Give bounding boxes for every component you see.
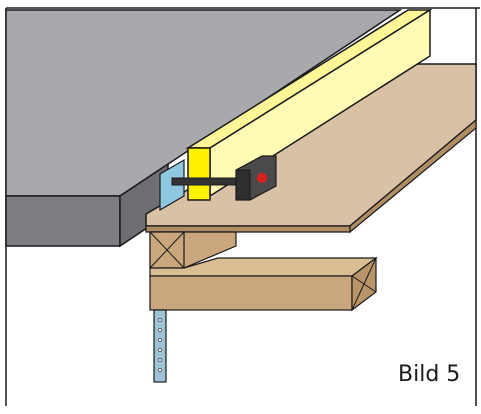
prop-strip: [153, 309, 167, 383]
ceiling-slab-front: [5, 195, 121, 247]
clamp-rod: [171, 177, 247, 186]
figure-caption: Bild 5: [398, 362, 461, 387]
lower-timber: [149, 256, 378, 312]
screw-clamp-icon: [235, 155, 277, 201]
upper-timber: [149, 231, 237, 269]
formwork-board-edge: [145, 225, 351, 233]
yellow-beam-end: [187, 147, 211, 201]
formwork-board-side: [349, 118, 477, 234]
red-dot-icon: [257, 173, 267, 183]
